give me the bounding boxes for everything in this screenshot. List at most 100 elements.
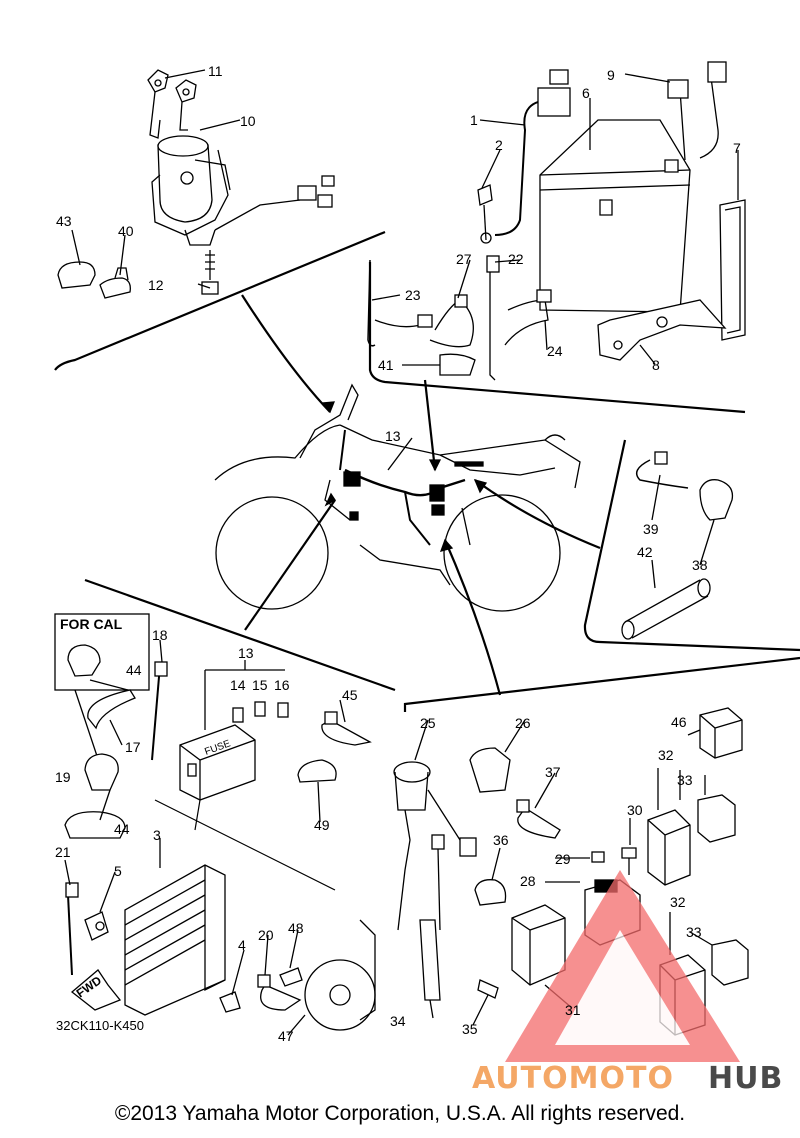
ignition-keys — [147, 69, 197, 139]
clamp-44-cal — [67, 644, 101, 677]
callout-6: 6 — [582, 85, 590, 101]
callout-32: 32 — [658, 747, 674, 763]
callout-40: 40 — [118, 223, 134, 239]
callout-41: 41 — [378, 357, 394, 373]
clamp-49 — [297, 759, 337, 783]
relay-31 — [511, 904, 566, 986]
callout-21: 21 — [55, 844, 71, 860]
callout-28: 28 — [520, 873, 536, 889]
clamp-37 — [516, 799, 561, 839]
callout-13b: 13 — [238, 645, 254, 661]
callout-5: 5 — [114, 863, 122, 879]
callout-12: 12 — [148, 277, 164, 293]
callout-3: 3 — [153, 827, 161, 843]
callout-27: 27 — [456, 251, 472, 267]
watermark-part1: AUTOMOTO — [472, 1061, 674, 1096]
cable-ties-22-23-24-27 — [367, 255, 552, 381]
relay-32-upper — [647, 809, 691, 886]
callout-7: 7 — [733, 140, 741, 156]
cable-tie-21 — [65, 882, 79, 976]
callout-16: 16 — [274, 677, 290, 693]
clamp-43 — [57, 261, 96, 289]
section-border-fuse — [84, 578, 396, 692]
callout-11: 11 — [208, 63, 223, 79]
callout-10: 10 — [240, 113, 256, 129]
watermark: AUTOMOTO HUB — [472, 1061, 783, 1096]
copyright-notice: ©2013 Yamaha Motor Corporation, U.S.A. A… — [114, 1102, 686, 1125]
screw-35 — [477, 979, 499, 999]
callout-33b: 33 — [686, 924, 702, 940]
rectifier-regulator — [124, 864, 226, 1016]
section-border-ignition — [54, 230, 386, 371]
callout-20: 20 — [258, 927, 274, 943]
fuses-14-15-16 — [232, 701, 289, 723]
watermark-part2: HUB — [708, 1061, 783, 1096]
fwd-arrow — [70, 969, 122, 1011]
callout-2: 2 — [495, 137, 503, 153]
callout-13: 13 — [385, 428, 401, 444]
callout-15: 15 — [252, 677, 268, 693]
clamp-36 — [474, 879, 507, 906]
clamp-44 — [84, 753, 119, 791]
cable-tie-18 — [151, 661, 168, 761]
bolt-4 — [219, 991, 241, 1013]
sensor-26 — [469, 747, 511, 793]
watermark-triangle — [505, 870, 740, 1062]
callout-29: 29 — [555, 851, 571, 867]
callout-48: 48 — [288, 920, 304, 936]
callout-numbers: 1 2 3 4 5 6 7 8 9 10 11 12 13 13 14 15 1… — [55, 63, 741, 1044]
motorcycle-outline — [214, 383, 581, 612]
section-border-clamps — [583, 439, 800, 652]
clamp-40 — [99, 267, 131, 299]
callout-43: 43 — [56, 213, 72, 229]
battery-band-7 — [719, 199, 746, 341]
bolt-5 — [84, 911, 109, 941]
callout-36: 36 — [493, 832, 509, 848]
sensor-25 — [393, 761, 477, 931]
bolt-48 — [279, 967, 303, 987]
callout-25: 25 — [420, 715, 436, 731]
callout-47: 47 — [278, 1028, 294, 1044]
bolt-30 — [621, 847, 637, 875]
clamp-39 — [635, 451, 689, 489]
for-cal-label: FOR CAL — [60, 616, 123, 632]
battery-cables — [494, 61, 727, 236]
section-border-battery — [368, 262, 746, 414]
callout-46: 46 — [671, 714, 687, 730]
switch-34 — [419, 834, 445, 1001]
callout-49: 49 — [314, 817, 330, 833]
callout-23: 23 — [405, 287, 421, 303]
cable-tie-20 — [257, 974, 302, 1011]
callout-4: 4 — [238, 937, 246, 953]
fuse-29 — [591, 851, 605, 863]
bolt-2 — [477, 184, 493, 244]
clamp-45 — [321, 711, 372, 746]
callout-26: 26 — [515, 715, 531, 731]
callout-38: 38 — [692, 557, 708, 573]
unit-46 — [699, 707, 743, 759]
callout-44: 44 — [126, 662, 142, 678]
callout-37: 37 — [545, 764, 561, 780]
bolt-12 — [201, 250, 219, 295]
callout-1: 1 — [470, 112, 478, 128]
callout-33: 33 — [677, 772, 693, 788]
callout-24: 24 — [547, 343, 563, 359]
tube-42 — [621, 578, 711, 640]
relay-cover-33-upper — [697, 794, 736, 843]
callout-45: 45 — [342, 687, 358, 703]
battery-bracket-8 — [597, 299, 727, 361]
clamp-38 — [699, 479, 734, 521]
diagram-canvas: 1 2 3 4 5 6 7 8 9 10 11 12 13 13 14 15 1… — [54, 61, 800, 1096]
callout-39: 39 — [643, 521, 659, 537]
callout-34: 34 — [390, 1013, 406, 1029]
cable-tie-17 — [87, 689, 136, 730]
callout-17: 17 — [125, 739, 141, 755]
callout-42: 42 — [637, 544, 653, 560]
callout-44b: 44 — [114, 821, 130, 837]
callout-35: 35 — [462, 1021, 478, 1037]
callout-19: 19 — [55, 769, 71, 785]
callout-18: 18 — [152, 627, 168, 643]
callout-9: 9 — [607, 67, 615, 83]
section-border-relays — [403, 656, 800, 712]
